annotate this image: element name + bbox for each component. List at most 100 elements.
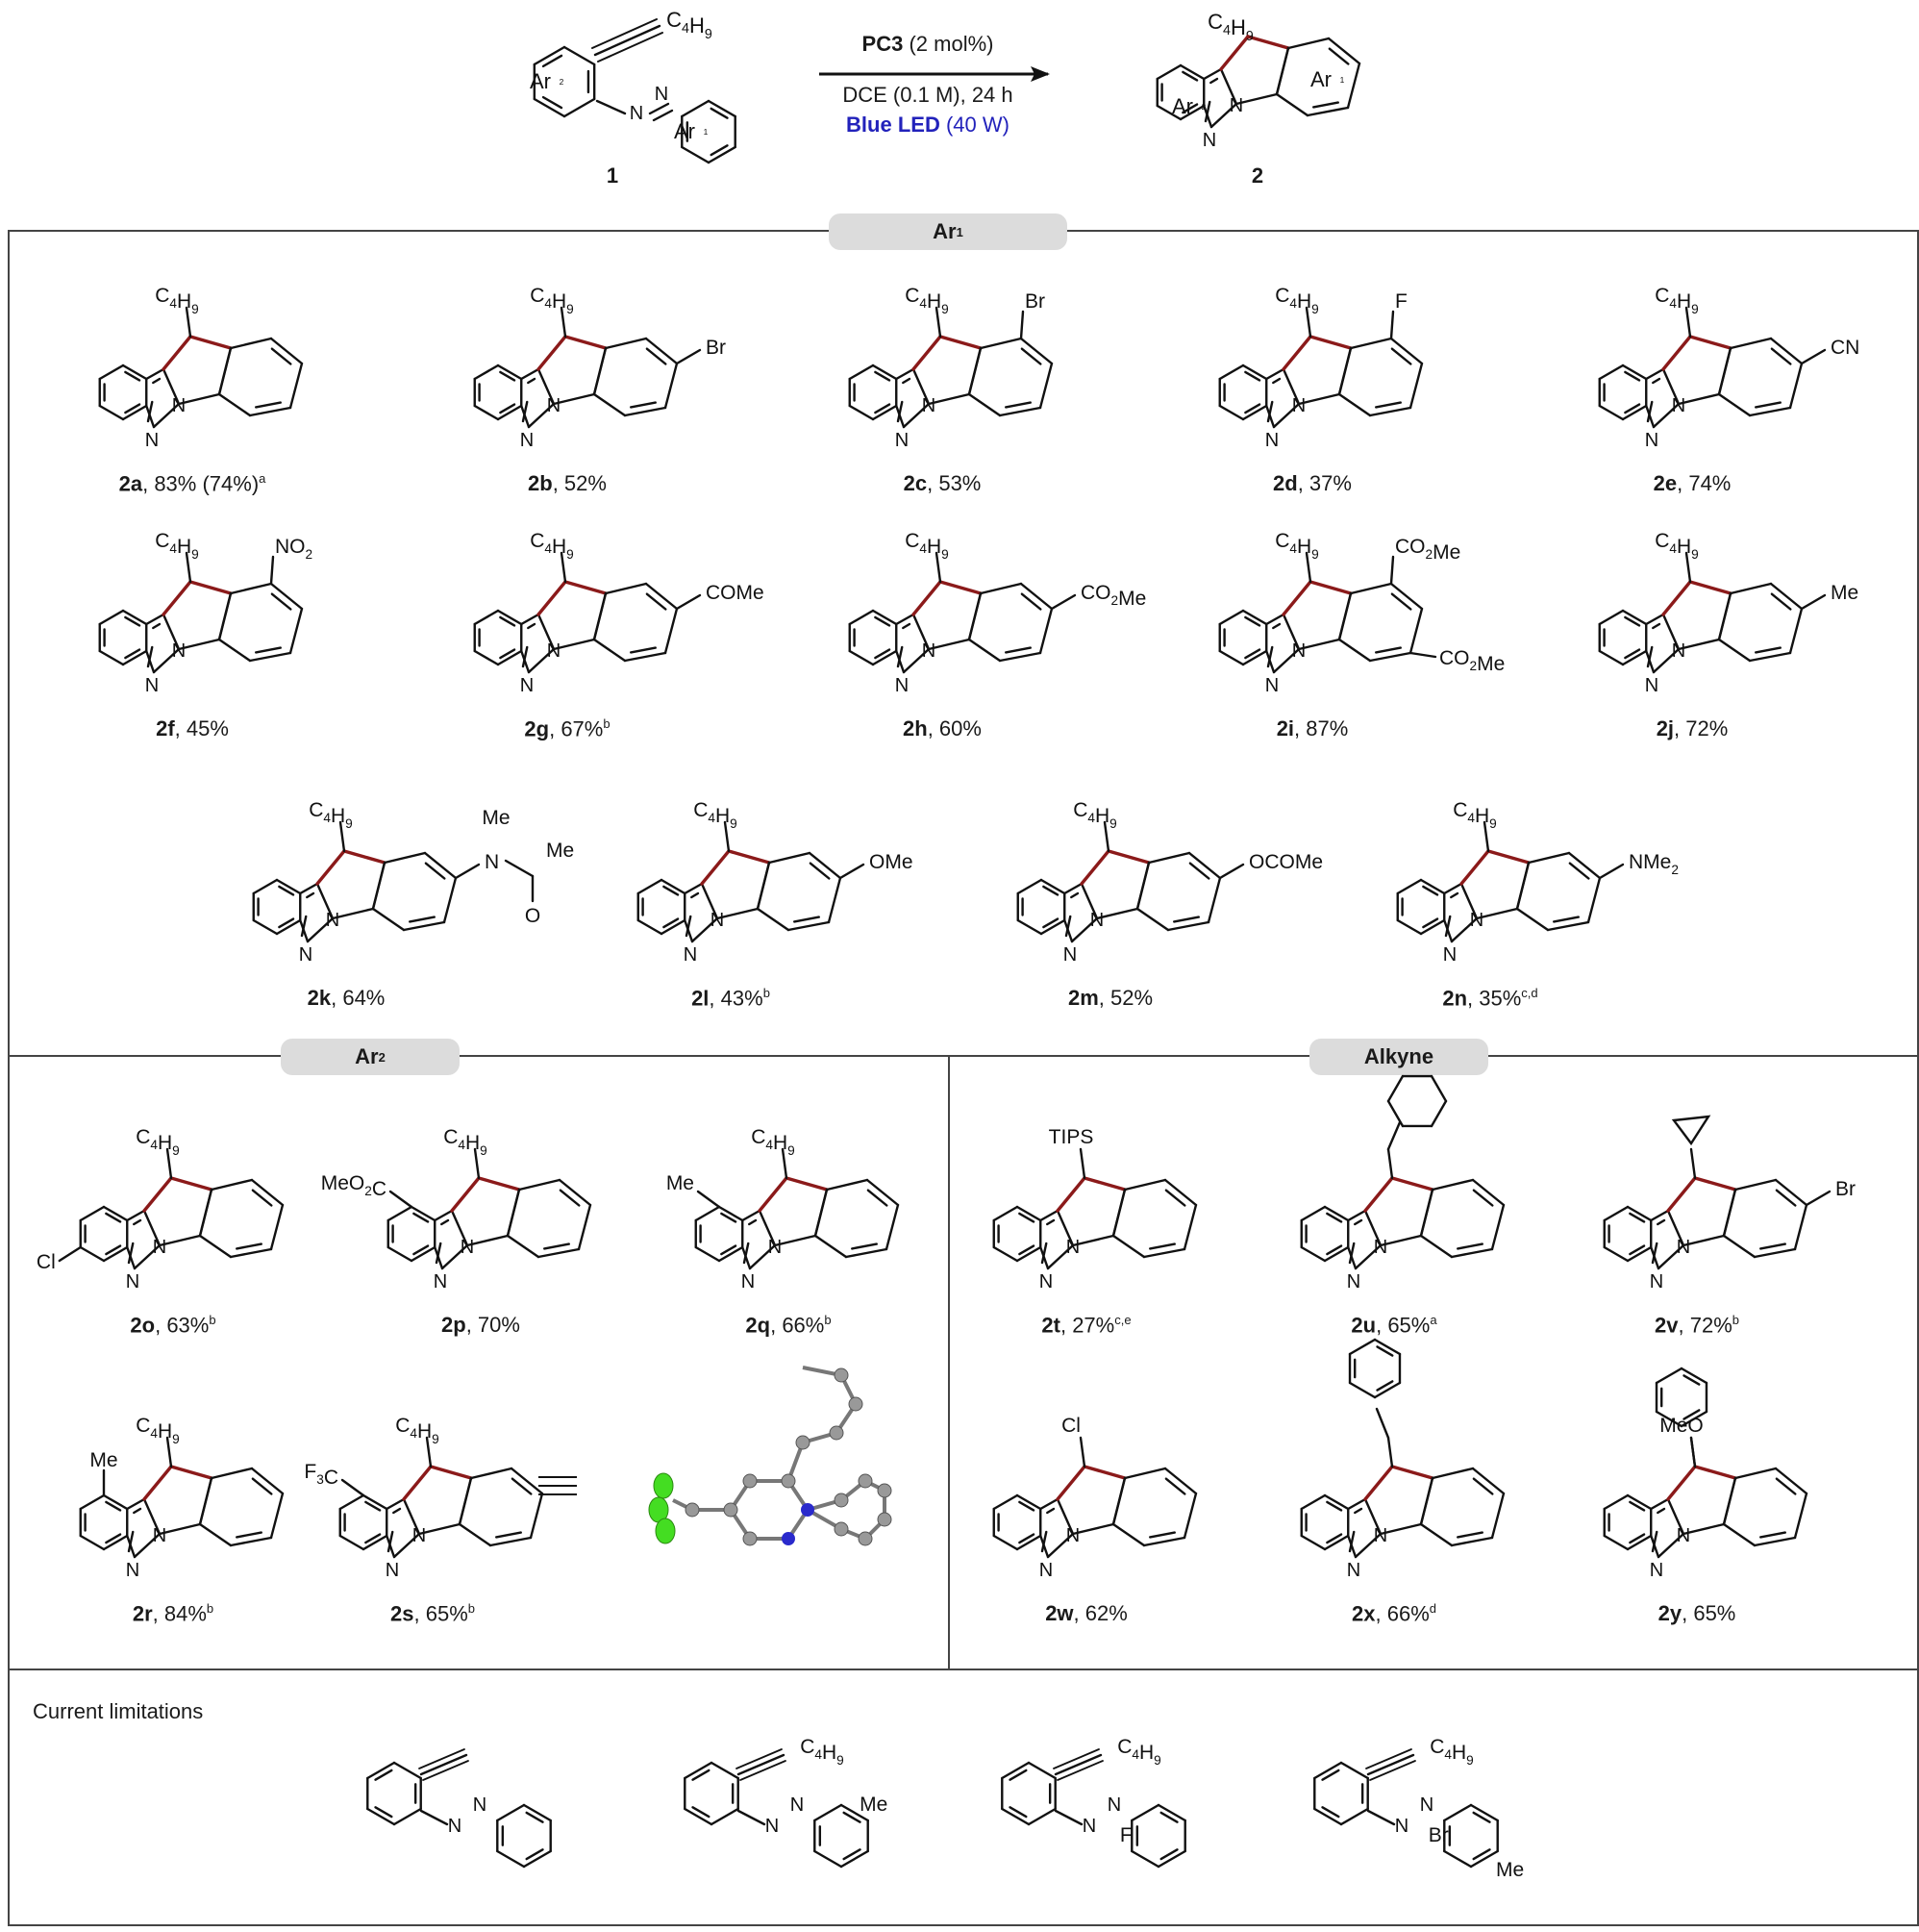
- bond: [1472, 1477, 1494, 1495]
- bond: [644, 582, 679, 611]
- bond: [366, 1807, 396, 1826]
- atom-label: N: [1292, 640, 1306, 662]
- atom-label: TIPS: [1049, 1126, 1094, 1148]
- bond: [1626, 1534, 1653, 1551]
- bond: [1131, 1849, 1160, 1869]
- bond: [700, 849, 731, 886]
- bond: [1471, 1178, 1506, 1207]
- bond: [1282, 335, 1312, 371]
- bond: [1107, 849, 1151, 865]
- compound-label-2b: 2b, 52%: [528, 471, 607, 495]
- bond: [1717, 346, 1732, 396]
- bond: [1450, 916, 1479, 943]
- atom-label: N: [1645, 430, 1658, 451]
- bond: [690, 891, 700, 899]
- bond: [102, 1205, 129, 1222]
- compound-2x: NN: [1300, 1338, 1506, 1581]
- bond: [1652, 622, 1661, 630]
- atom-label: C4H9: [1073, 799, 1117, 831]
- bond: [1661, 367, 1681, 406]
- bond: [648, 102, 670, 115]
- bond: [1626, 1493, 1653, 1511]
- atom-label: OMe: [869, 851, 913, 873]
- bond: [434, 1209, 454, 1222]
- bond: [1368, 406, 1412, 417]
- bond: [252, 918, 279, 936]
- bond: [165, 1436, 173, 1468]
- bond: [1123, 1467, 1167, 1480]
- condition-catalyst: PC3 (2 mol%): [861, 32, 994, 56]
- compound-label-2u: 2u, 65%a: [1351, 1313, 1437, 1338]
- bond: [1661, 613, 1681, 651]
- bond: [662, 885, 680, 896]
- bond: [98, 364, 125, 381]
- bond: [541, 54, 563, 68]
- bond: [1001, 1807, 1031, 1826]
- bond: [911, 335, 942, 371]
- bond: [126, 1209, 146, 1222]
- atom-label: N: [895, 675, 909, 696]
- bond: [1157, 1803, 1186, 1822]
- atom-label: N: [768, 1237, 782, 1258]
- atom-label: N: [1292, 395, 1306, 416]
- bond: [1376, 1380, 1394, 1392]
- bond: [278, 917, 295, 929]
- atom-label: N: [412, 1525, 426, 1546]
- bond: [105, 1244, 122, 1256]
- bond: [1390, 347, 1412, 365]
- bond: [79, 1245, 106, 1263]
- bond: [250, 1178, 285, 1207]
- bond: [105, 1500, 122, 1512]
- bond: [521, 400, 529, 423]
- bond: [422, 1760, 469, 1781]
- bond: [496, 364, 523, 381]
- atom-label: NO2: [275, 536, 312, 562]
- bond: [1624, 615, 1641, 627]
- bond: [248, 406, 292, 417]
- indazolo-indole-core: NN: [1603, 1465, 1808, 1581]
- bond: [1038, 607, 1054, 655]
- bond: [1244, 403, 1261, 414]
- bond: [1680, 1410, 1708, 1428]
- atom-label: Me: [666, 1172, 694, 1194]
- bond: [1135, 907, 1170, 932]
- indazolo-indole-core: NN: [1300, 1176, 1506, 1292]
- bond: [217, 638, 252, 663]
- bond: [1300, 1493, 1327, 1511]
- atom-label: C4H9: [1275, 530, 1319, 562]
- bond: [1057, 1760, 1104, 1781]
- atom-label: N: [1265, 675, 1279, 696]
- bond: [1159, 1848, 1179, 1861]
- bond: [1042, 885, 1059, 896]
- bond: [1774, 1467, 1808, 1495]
- bond: [1682, 1234, 1726, 1247]
- bond: [409, 916, 436, 923]
- bond: [720, 1244, 737, 1256]
- bond: [998, 651, 1042, 663]
- condition-light: Blue LED (40 W): [846, 113, 1009, 137]
- bond: [785, 1176, 829, 1192]
- bond: [1019, 310, 1025, 340]
- bond: [255, 401, 282, 409]
- bond: [691, 1806, 710, 1819]
- reactant-label: 1: [606, 163, 619, 188]
- bond: [386, 1497, 406, 1511]
- atom-label: N: [1066, 1237, 1080, 1258]
- bond: [499, 648, 516, 660]
- bond: [663, 607, 679, 655]
- bond: [121, 609, 148, 626]
- atom-label: C4H9: [1275, 285, 1319, 316]
- bond: [1246, 35, 1290, 50]
- bond: [269, 555, 275, 586]
- atom-label: N: [153, 1237, 166, 1258]
- atom-label: N: [1066, 1525, 1080, 1546]
- bond: [1219, 35, 1250, 71]
- bond: [1018, 1533, 1035, 1544]
- bond: [742, 1242, 750, 1265]
- bond: [1419, 918, 1446, 936]
- bond: [146, 645, 154, 668]
- bond: [781, 1147, 788, 1180]
- compound-label-2j: 2j, 72%: [1656, 716, 1729, 740]
